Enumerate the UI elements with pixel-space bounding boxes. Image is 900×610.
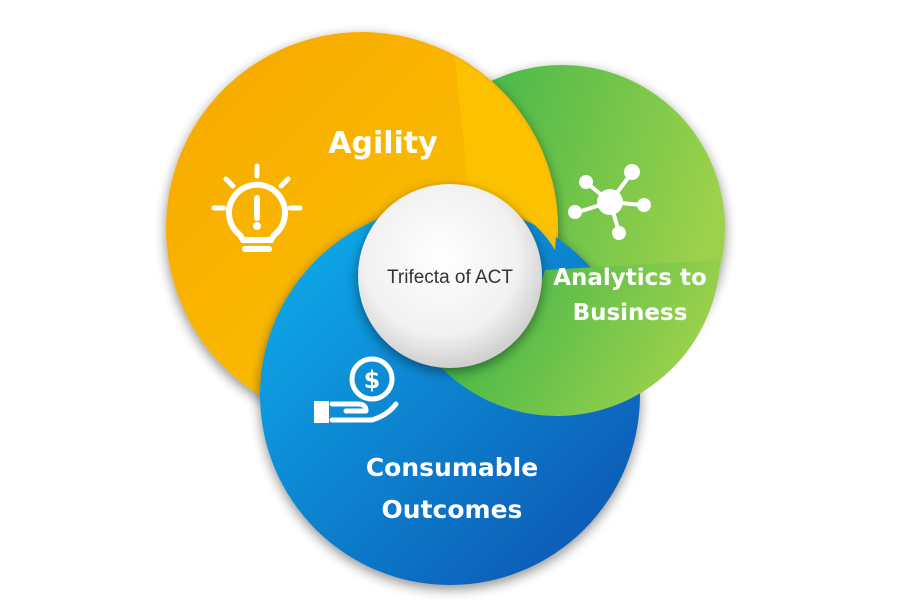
svg-text:$: $	[364, 366, 381, 394]
center-label: Trifecta of ACT	[387, 267, 513, 288]
network-hub-icon	[568, 164, 651, 240]
lightbulb-icon	[211, 163, 303, 252]
agility-wedge	[455, 58, 557, 250]
agility-label: Agility	[328, 126, 438, 161]
consumable-label-line1: Consumable	[366, 453, 538, 482]
analytics-label-line2: Business	[573, 300, 688, 326]
analytics-label-line1: Analytics to	[553, 265, 707, 291]
hand-dollar-icon: $	[314, 356, 399, 423]
analytics-crescent	[430, 260, 720, 417]
center-circle	[358, 184, 542, 368]
consumable-label-line2: Outcomes	[382, 495, 523, 524]
